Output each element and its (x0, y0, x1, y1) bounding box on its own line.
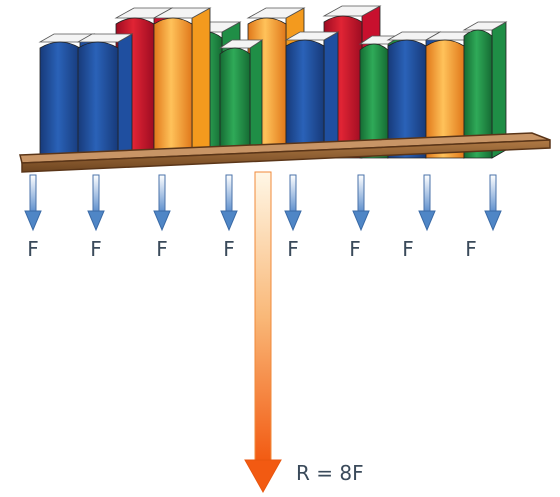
book-side (117, 33, 133, 159)
force-arrow (153, 174, 171, 232)
force-label: F (156, 237, 168, 261)
book-side (191, 7, 211, 159)
force-label: F (27, 237, 39, 261)
force-arrow (284, 174, 302, 232)
book-side (323, 31, 339, 159)
resultant-label: R = 8F (296, 461, 364, 485)
book (152, 7, 212, 159)
force-label: F (287, 237, 299, 261)
book-spine (219, 47, 251, 159)
book-pages (284, 31, 340, 41)
force-label: F (223, 237, 235, 261)
force-label: F (465, 237, 477, 261)
books-row (38, 5, 508, 159)
force-label: F (90, 237, 102, 261)
force-arrow (484, 174, 502, 232)
force-arrow (220, 174, 238, 232)
book-pages (218, 39, 264, 49)
shelf (19, 132, 551, 173)
book-spine (77, 41, 119, 159)
force-label: F (349, 237, 361, 261)
book-spine (39, 41, 81, 159)
force-label: F (402, 237, 414, 261)
book-spine (153, 17, 193, 159)
resultant-arrow (244, 171, 282, 494)
book (218, 39, 264, 159)
book-pages (76, 33, 134, 43)
force-arrow (352, 174, 370, 232)
book-pages (322, 5, 382, 17)
book (76, 33, 134, 159)
force-arrows (24, 174, 502, 232)
book-spine (285, 39, 325, 159)
book (284, 31, 340, 159)
book-pages (152, 7, 212, 19)
force-arrow (418, 174, 436, 232)
book-side (249, 39, 263, 159)
force-arrow (87, 174, 105, 232)
book-pages (462, 21, 508, 31)
book-pages (246, 7, 306, 19)
force-arrow (24, 174, 42, 232)
